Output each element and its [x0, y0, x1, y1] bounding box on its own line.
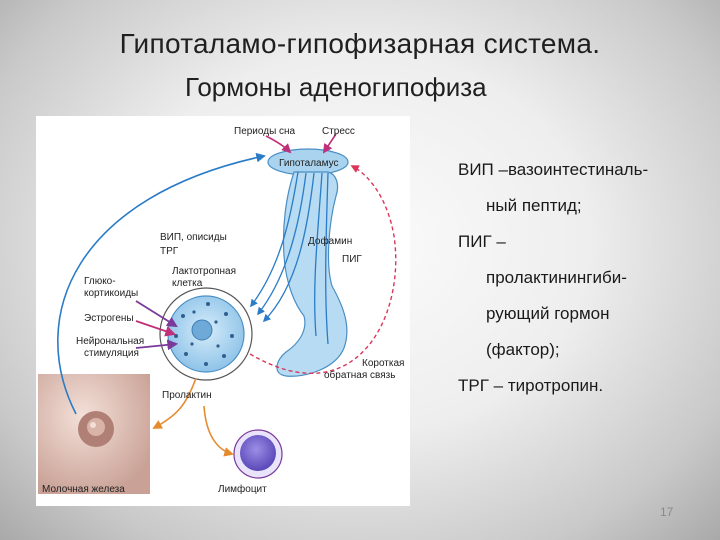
- slide-title-line2: Гормоны аденогипофиза: [185, 72, 487, 102]
- note-line: ВИП –вазоинтестиналь-: [458, 160, 649, 179]
- label-short-feedback-1: Короткая: [362, 358, 404, 369]
- label-sleep: Периоды сна: [234, 126, 296, 137]
- label-short-feedback-2: обратная связь: [324, 369, 395, 381]
- page-number: 17: [660, 505, 674, 519]
- label-estrogens: Эстрогены: [84, 313, 134, 324]
- label-prolactin: Пролактин: [162, 390, 212, 401]
- arrow-prolactin-to-lymphocyte: [203, 405, 234, 457]
- label-pig: ПИГ: [342, 254, 362, 265]
- label-stress: Стресс: [322, 126, 355, 137]
- note-line: рующий гормон: [486, 304, 610, 323]
- nerve-fibers: [250, 171, 329, 345]
- pituitary-stalk: [276, 171, 348, 377]
- label-dopamine: Дофамин: [308, 235, 352, 247]
- note-line: пролактинингиби-: [486, 268, 627, 287]
- arrow-short-feedback: [249, 165, 397, 375]
- label-neuronal-2: стимуляция: [84, 348, 139, 359]
- lymphocyte-cell: [233, 429, 283, 479]
- lactotropic-cell: [167, 295, 245, 373]
- label-vip-opioids: ВИП, описиды: [160, 232, 227, 243]
- note-line: ный пептид;: [486, 196, 582, 215]
- note-line: (фактор);: [486, 340, 560, 359]
- diagram-canvas: Периоды сна Стресс Гипоталамус ВИП, опис…: [38, 126, 404, 495]
- arrow-neuronal: [135, 339, 179, 351]
- note-line: ТРГ – тиротропин.: [458, 376, 604, 395]
- label-lymphocyte: Лимфоцит: [218, 483, 267, 495]
- arrow-mammary-to-hypothalamus: [57, 152, 266, 415]
- label-hypothalamus: Гипоталамус: [279, 158, 339, 169]
- label-trg: ТРГ: [160, 246, 179, 257]
- note-line: ПИГ –: [458, 232, 506, 251]
- label-gluco-1: Глюко-: [84, 276, 116, 287]
- slide-title-line1: Гипоталамо-гипофизарная система.: [119, 28, 601, 59]
- label-mammary-gland: Молочная железа: [42, 484, 125, 495]
- abbreviation-notes: ВИП –вазоинтестиналь- ный пептид; ПИГ – …: [458, 160, 708, 412]
- label-gluco-2: кортикоиды: [84, 288, 138, 299]
- hypothalamus-pituitary-diagram: Периоды сна Стресс Гипоталамус ВИП, опис…: [36, 116, 410, 506]
- label-neuronal-1: Нейрональная: [76, 336, 144, 347]
- arrow-glucocorticoids: [135, 300, 178, 328]
- arrow-prolactin-to-mammary: [152, 377, 197, 429]
- arrow-sleep: [265, 135, 292, 154]
- label-lactotropic-1: Лактотропная: [172, 266, 236, 277]
- label-lactotropic-2: клетка: [172, 278, 203, 289]
- arrow-stress: [322, 133, 337, 154]
- arrow-estrogens: [135, 320, 177, 337]
- mammary-gland-image: [38, 374, 150, 494]
